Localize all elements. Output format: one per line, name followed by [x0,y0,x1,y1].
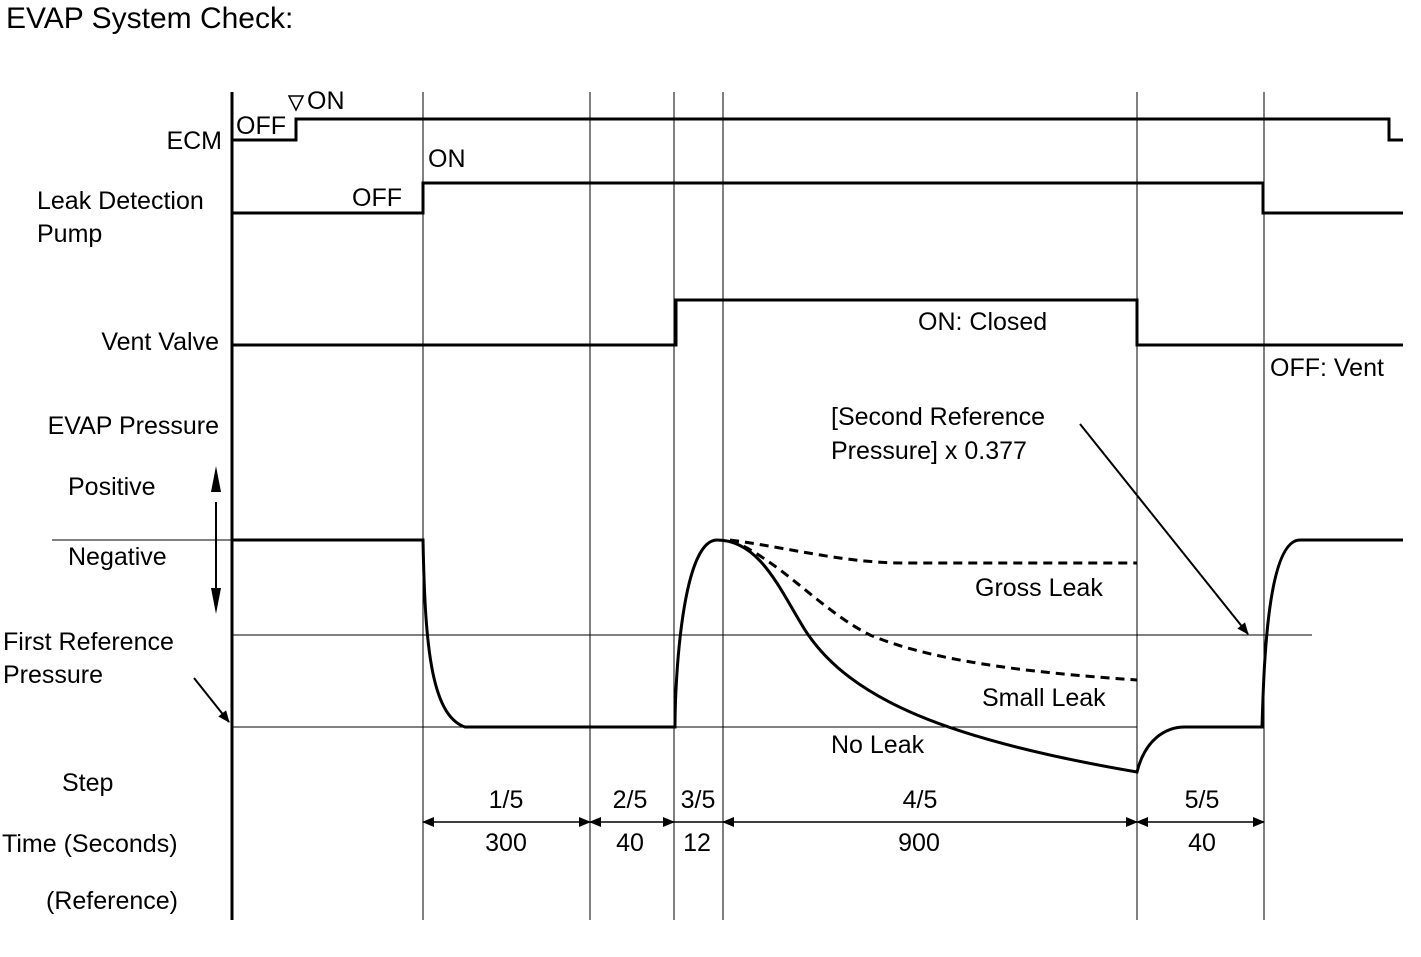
vent-off-label: OFF: Vent [1270,354,1384,382]
step-boundaries [422,92,1265,920]
step-3-time: 12 [683,829,711,857]
leak-pump-label-2: Pump [37,220,102,248]
pressure-gross-leak-trace [729,538,1137,565]
pressure-arrow-up-head [211,466,221,492]
ecm-label: ECM [166,127,222,155]
step-2-time: 40 [616,829,644,857]
pump-on-label: ON [428,145,466,173]
pressure-arrow-down-head [211,588,221,614]
step-3-label: 3/5 [681,786,716,814]
pressure-no-leak-trace [232,538,1403,774]
leak-pump-label-1: Leak Detection [37,187,204,215]
step-4-label: 4/5 [903,786,938,814]
page-title: EVAP System Check: [6,2,294,35]
pressure-small-leak-trace [729,538,1138,682]
step-label: Step [62,769,113,797]
time-label: Time (Seconds) [2,830,178,858]
step-4-time: 900 [898,829,940,857]
step-2-label: 2/5 [613,786,648,814]
first-reference-label-2: Pressure [3,661,103,689]
leak-pump-signal [232,181,1403,215]
step-5-time: 40 [1188,829,1216,857]
ecm-on-label: ON [307,87,345,115]
second-reference-label-2: Pressure] x 0.377 [831,437,1027,465]
gross-leak-label: Gross Leak [975,574,1103,602]
step-5-label: 5/5 [1185,786,1220,814]
small-leak-label: Small Leak [982,684,1106,712]
second-reference-arrow [1079,423,1249,635]
ecm-signal [232,117,1403,142]
vent-valve-label: Vent Valve [101,328,219,356]
first-reference-arrow [193,677,230,723]
second-reference-label-1: [Second Reference [831,403,1045,431]
reference-label: (Reference) [46,887,178,915]
vent-on-label: ON: Closed [918,308,1047,336]
no-leak-label: No Leak [831,731,925,759]
pump-off-label: OFF [352,184,402,212]
evap-pressure-label: EVAP Pressure [48,412,219,440]
ecm-trigger-marker-icon [287,95,305,112]
step-1-label: 1/5 [489,786,524,814]
positive-label: Positive [68,473,156,501]
negative-label: Negative [68,543,167,571]
ecm-off-label: OFF [236,112,286,140]
first-reference-label-1: First Reference [3,628,174,656]
step-1-time: 300 [485,829,527,857]
vent-valve-signal [232,298,1403,347]
